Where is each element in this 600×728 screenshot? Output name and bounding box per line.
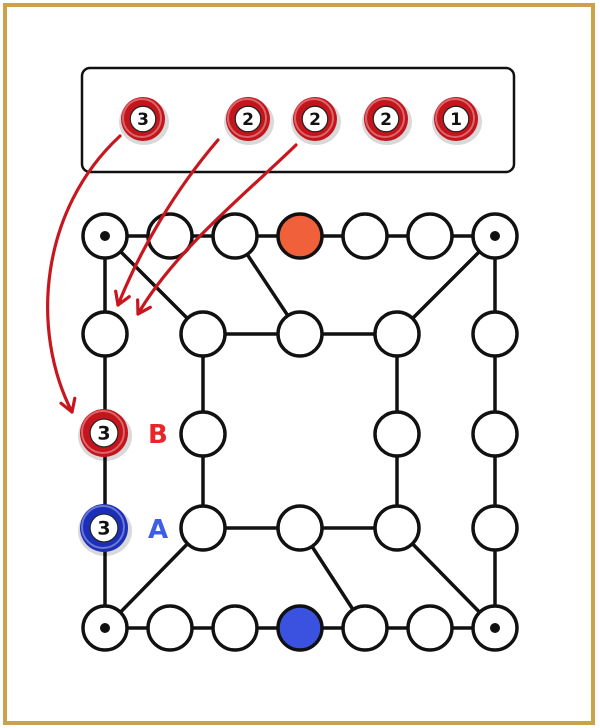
node-circle <box>276 212 324 260</box>
node-circle <box>179 310 227 358</box>
reserve-token-3[interactable]: 3 <box>119 97 169 145</box>
red-start-node[interactable] <box>276 212 324 260</box>
corner-dot-icon <box>100 623 110 633</box>
board-node[interactable] <box>211 604 259 652</box>
board-node[interactable] <box>406 604 454 652</box>
corner-node[interactable] <box>471 604 519 652</box>
blue-start-node[interactable] <box>276 604 324 652</box>
token-value: 2 <box>380 110 392 130</box>
node-circle <box>373 410 421 458</box>
token-face <box>89 513 119 543</box>
token-value: 3 <box>137 110 149 130</box>
node-circle <box>471 410 519 458</box>
arrow-head-icon <box>136 298 152 316</box>
node-circle <box>211 604 259 652</box>
node-circle <box>179 410 227 458</box>
token-shine <box>81 505 125 549</box>
node-circle <box>276 604 324 652</box>
corner-dot-icon <box>490 623 500 633</box>
token-value: 3 <box>97 422 110 444</box>
board-node[interactable] <box>179 504 227 552</box>
node-circle <box>81 310 129 358</box>
board-node[interactable] <box>276 504 324 552</box>
position-label-a: A <box>148 515 168 545</box>
board-border <box>3 3 595 725</box>
node-circle <box>373 504 421 552</box>
placed-token-red[interactable]: 3 <box>78 409 132 461</box>
corner-node[interactable] <box>81 212 129 260</box>
move-arrow <box>136 143 298 316</box>
node-circle <box>406 604 454 652</box>
node-circle <box>276 310 324 358</box>
board-node[interactable] <box>179 410 227 458</box>
token-shine <box>435 98 475 138</box>
board-node[interactable] <box>373 410 421 458</box>
board-node[interactable] <box>471 410 519 458</box>
node-circle <box>146 604 194 652</box>
token-face <box>442 105 470 133</box>
node-circle <box>471 504 519 552</box>
arrow-head-icon <box>59 396 77 414</box>
board-node[interactable] <box>179 310 227 358</box>
board-node[interactable] <box>341 212 389 260</box>
board-nodes <box>81 212 519 652</box>
token-shine <box>122 98 162 138</box>
token-value: 3 <box>97 517 110 539</box>
token-value: 1 <box>450 110 462 130</box>
board-node[interactable] <box>146 604 194 652</box>
node-circle <box>179 504 227 552</box>
node-circle <box>276 504 324 552</box>
board-node[interactable] <box>211 212 259 260</box>
token-value: 2 <box>309 110 321 130</box>
position-label-b: B <box>148 420 168 450</box>
reserve-token-2[interactable]: 2 <box>362 97 412 145</box>
reserve-tokens: 3 2 2 2 1 <box>119 97 482 145</box>
reserve-token-1[interactable]: 1 <box>432 97 482 145</box>
board-node[interactable] <box>276 310 324 358</box>
board-node[interactable] <box>373 310 421 358</box>
arrow-shaft <box>46 134 122 414</box>
token-shine <box>365 98 405 138</box>
arrow-shaft <box>136 143 298 316</box>
placed-token-blue[interactable]: 3 <box>78 504 132 556</box>
corner-dot-icon <box>490 231 500 241</box>
token-value: 2 <box>242 110 254 130</box>
corner-dot-icon <box>100 231 110 241</box>
board-node[interactable] <box>471 310 519 358</box>
token-shine <box>81 410 125 454</box>
token-shine <box>227 98 267 138</box>
node-circle <box>373 310 421 358</box>
node-circle <box>471 310 519 358</box>
move-arrow <box>114 138 220 307</box>
board-node[interactable] <box>471 504 519 552</box>
reserve-token-2[interactable]: 2 <box>291 97 341 145</box>
move-arrow <box>46 134 122 414</box>
node-circle <box>341 604 389 652</box>
node-circle <box>341 212 389 260</box>
board-node[interactable] <box>373 504 421 552</box>
token-face <box>234 105 262 133</box>
token-shine <box>294 98 334 138</box>
arrow-shaft <box>116 138 220 307</box>
node-circle <box>406 212 454 260</box>
token-face <box>129 105 157 133</box>
token-face <box>372 105 400 133</box>
reserve-tray <box>80 66 516 174</box>
token-face <box>89 418 119 448</box>
corner-node[interactable] <box>81 604 129 652</box>
corner-node[interactable] <box>471 212 519 260</box>
board-node[interactable] <box>81 310 129 358</box>
reserve-token-2[interactable]: 2 <box>224 97 274 145</box>
token-face <box>301 105 329 133</box>
board-node[interactable] <box>406 212 454 260</box>
board-node[interactable] <box>341 604 389 652</box>
node-circle <box>211 212 259 260</box>
arrow-head-icon <box>114 289 131 307</box>
move-arrows <box>46 134 298 414</box>
